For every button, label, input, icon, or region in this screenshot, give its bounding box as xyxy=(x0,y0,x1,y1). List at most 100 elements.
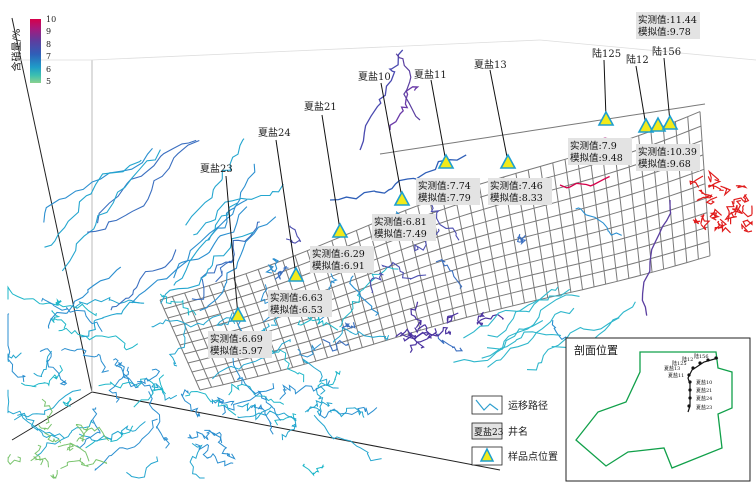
sample-point-marker xyxy=(649,116,667,132)
sample-point-marker xyxy=(597,110,615,126)
migration-path xyxy=(43,147,153,223)
migration-path xyxy=(78,421,146,442)
inset-well-label: 陆156 xyxy=(694,353,709,360)
well-name-label: 夏盐24 xyxy=(258,126,291,139)
migration-path xyxy=(410,301,422,329)
simulated-value: 模拟值:6.53 xyxy=(270,304,323,316)
sample-point-marker xyxy=(499,153,517,169)
red-path xyxy=(705,196,718,205)
value-box xyxy=(268,290,332,317)
migration-path xyxy=(222,383,275,416)
colorbar-title: 含硝量/% xyxy=(10,29,23,72)
inset-section-line xyxy=(687,357,719,413)
migration-path xyxy=(87,139,200,233)
migration-path xyxy=(641,199,672,316)
migration-path xyxy=(414,324,432,339)
migration-path xyxy=(279,380,331,400)
value-box xyxy=(372,214,436,241)
frame-lines xyxy=(11,17,501,471)
migration-path xyxy=(329,154,467,201)
migration-path xyxy=(66,442,75,452)
well-name-label: 夏盐21 xyxy=(304,100,337,113)
inset-frame xyxy=(565,337,751,482)
value-box xyxy=(568,138,632,165)
inset-well-label: 夏盐11 xyxy=(668,372,684,379)
migration-path xyxy=(38,423,52,431)
legend-well-sample: 夏盐23 xyxy=(474,426,504,438)
value-box xyxy=(416,178,480,205)
migration-path xyxy=(148,391,170,449)
migration-path xyxy=(47,266,122,329)
migration-path xyxy=(212,338,291,380)
migration-path xyxy=(160,231,254,304)
inset-well-label: 夏盐13 xyxy=(664,365,680,372)
migration-path xyxy=(180,389,201,418)
migration-path xyxy=(332,327,390,343)
well-name-label: 夏盐23 xyxy=(200,162,233,175)
well-name-label: 陆12 xyxy=(626,53,649,66)
value-box xyxy=(310,246,374,273)
migration-path xyxy=(274,413,297,426)
migration-path xyxy=(96,139,197,224)
red-path xyxy=(733,197,747,205)
grid-line-h xyxy=(195,240,710,382)
inset-title: 剖面位置 xyxy=(574,343,618,357)
migration-path xyxy=(131,199,248,304)
high-nitrate-cluster xyxy=(689,169,753,234)
inset-well-dot xyxy=(688,380,692,384)
legend: 运移路径 夏盐23 井名 样品点位置 xyxy=(471,395,558,466)
red-path xyxy=(696,194,713,202)
migration-path xyxy=(395,331,438,340)
migration-path xyxy=(80,459,108,468)
migration-path xyxy=(285,225,302,244)
simulated-value: 模拟值:9.48 xyxy=(570,152,623,164)
grid-line-top xyxy=(379,103,706,155)
legend-path-label: 运移路径 xyxy=(508,399,548,412)
migration-path xyxy=(516,233,527,246)
migration-path xyxy=(228,383,285,405)
red-path xyxy=(700,217,711,231)
migration-path xyxy=(242,378,281,421)
red-path xyxy=(689,175,704,188)
inset-well-label: 夏盐23 xyxy=(696,404,712,411)
migration-path xyxy=(250,403,274,435)
migration-path xyxy=(94,418,158,472)
legend-sample-label: 样品点位置 xyxy=(508,450,558,463)
migration-path xyxy=(297,315,339,331)
legend-well-label: 井名 xyxy=(508,425,528,438)
grid-line-h xyxy=(175,168,705,337)
simulated-value: 模拟值:7.49 xyxy=(374,228,427,240)
sample-triangle-icon xyxy=(479,447,495,462)
measured-value: 实测值:6.69 xyxy=(210,333,263,345)
red-path xyxy=(707,184,724,191)
inset-well-dot xyxy=(687,404,691,408)
red-path xyxy=(714,220,722,232)
migration-path xyxy=(215,221,260,283)
migration-path xyxy=(108,366,130,403)
migration-path xyxy=(476,311,486,327)
migration-path xyxy=(33,350,53,378)
migration-path xyxy=(7,313,26,382)
migration-path xyxy=(13,389,82,421)
frame-faint xyxy=(12,39,756,61)
migration-path xyxy=(39,348,68,386)
colorbar-tick: 10 xyxy=(46,15,56,24)
migration-path xyxy=(55,298,97,317)
value-box xyxy=(636,144,700,171)
migration-path xyxy=(437,333,464,352)
migration-path xyxy=(216,312,236,326)
value-box xyxy=(488,178,552,205)
migration-path xyxy=(237,410,297,420)
red-path xyxy=(698,189,713,198)
migration-path xyxy=(126,456,159,479)
migration-path xyxy=(173,206,248,279)
migration-path xyxy=(7,389,60,440)
migration-path xyxy=(34,444,44,466)
migration-path xyxy=(559,175,610,189)
migration-path xyxy=(7,285,58,306)
inset-well-dot xyxy=(698,361,702,365)
migration-path xyxy=(193,183,284,236)
red-path xyxy=(741,204,753,218)
